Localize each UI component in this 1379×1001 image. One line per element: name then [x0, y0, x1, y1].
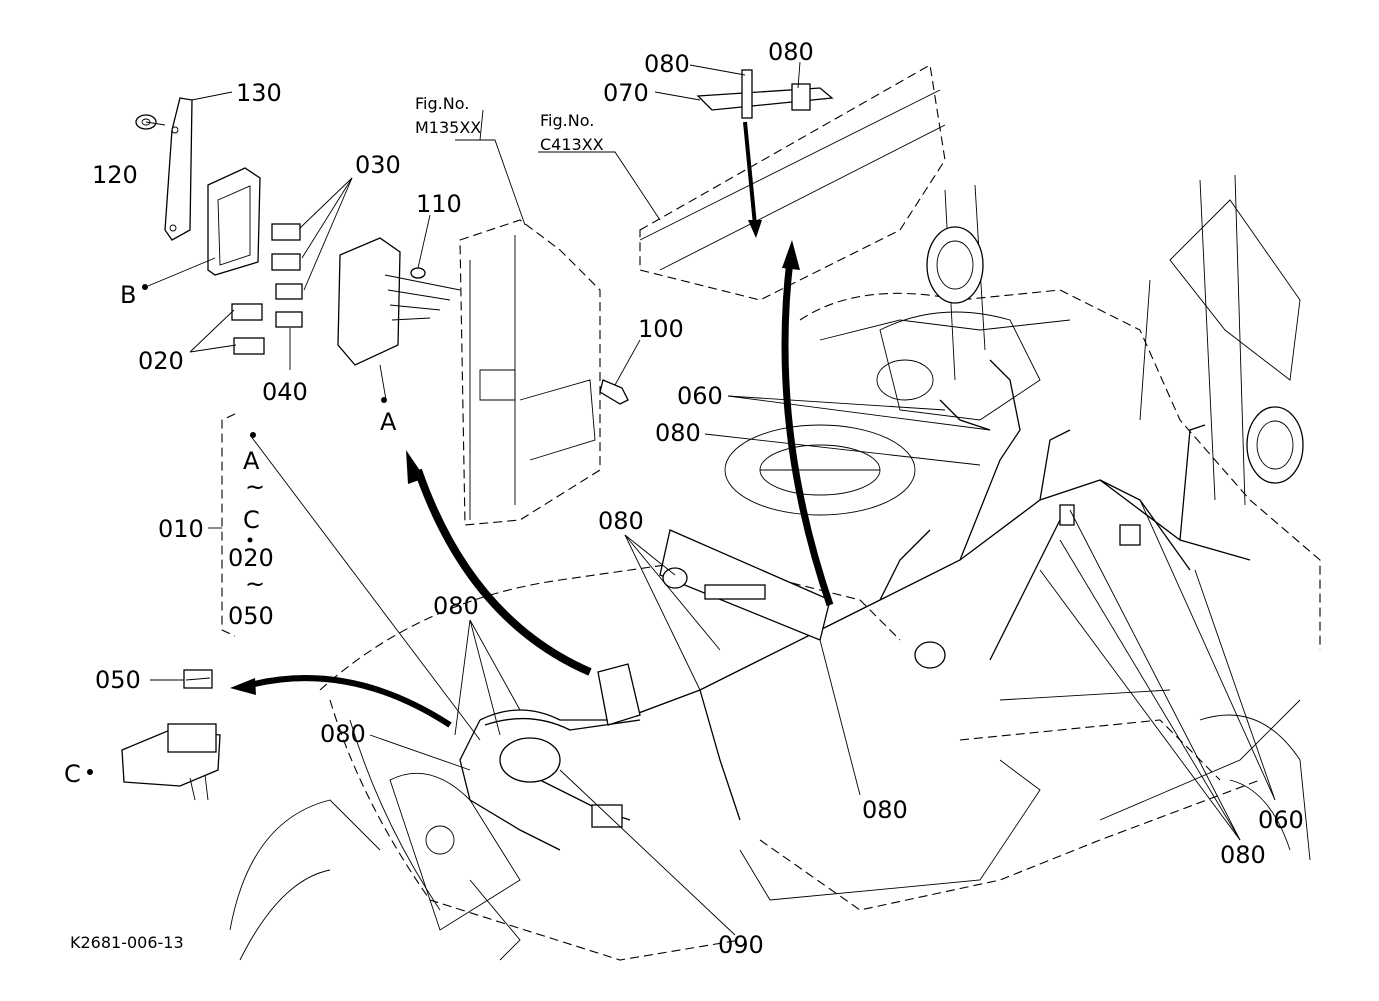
- fig-ref-m135-line1: Fig.No.: [415, 94, 469, 113]
- label-070: 070: [603, 79, 649, 107]
- label-080-mid: 080: [433, 592, 479, 620]
- assembly-note-line4: 020: [228, 544, 274, 572]
- lamps: [926, 226, 1304, 484]
- relocation-arrows: [230, 121, 834, 728]
- label-B: B: [120, 281, 136, 309]
- connector-block-dash: [597, 663, 641, 726]
- assembly-note-line2: ~: [245, 473, 265, 501]
- assembly-note-line5: ~: [245, 570, 265, 598]
- figure-references: Fig.No. M135XX Fig.No. C413XX: [415, 94, 604, 154]
- label-040: 040: [262, 378, 308, 406]
- clip-070: [696, 69, 834, 119]
- leader-lines: [145, 61, 1276, 936]
- label-080-lower-center: 080: [862, 796, 908, 824]
- fig-ref-c413-line2: C413XX: [540, 135, 604, 154]
- label-120: 120: [92, 161, 138, 189]
- tractor-body-outline: [229, 64, 1321, 961]
- nut-110: [410, 267, 426, 279]
- relays-030: [271, 223, 303, 328]
- fuel-sender: [914, 641, 946, 669]
- part-labels: 130 120 030 110 B 020 040 A 100 080 080 …: [64, 38, 1304, 959]
- label-A: A: [380, 408, 397, 436]
- fig-ref-c413-line1: Fig.No.: [540, 111, 594, 130]
- label-090: 090: [718, 931, 764, 959]
- assembly-note-line3: C: [243, 506, 260, 534]
- label-080-top-right: 080: [768, 38, 814, 66]
- assembly-bracket-010: [208, 413, 236, 637]
- label-C: C: [64, 760, 81, 788]
- label-080-left: 080: [320, 720, 366, 748]
- assembly-note: A ~ C 020 ~ 050: [228, 447, 274, 630]
- label-080-top-left: 080: [644, 50, 690, 78]
- label-030: 030: [355, 151, 401, 179]
- label-020: 020: [138, 347, 184, 375]
- label-060-upper: 060: [677, 382, 723, 410]
- label-050: 050: [95, 666, 141, 694]
- label-080-upper-mid: 080: [655, 419, 701, 447]
- assembly-note-line6: 050: [228, 602, 274, 630]
- starter-motor: [499, 737, 623, 828]
- label-080-dash: 080: [598, 507, 644, 535]
- bracket-130: [164, 97, 193, 241]
- drawing-code: K2681-006-13: [70, 933, 184, 952]
- label-010: 010: [158, 515, 204, 543]
- relays-020: [231, 303, 265, 355]
- fuse-holder-C: [121, 723, 221, 801]
- label-110: 110: [416, 190, 462, 218]
- switch-panel: [659, 529, 831, 641]
- fuse-box-B: [207, 167, 261, 276]
- label-080-lower-right: 080: [1220, 841, 1266, 869]
- controller-A: [337, 237, 461, 366]
- assembly-note-line1: A: [243, 447, 260, 475]
- reference-dots: [87, 284, 387, 775]
- label-060-lower: 060: [1258, 806, 1304, 834]
- label-100: 100: [638, 315, 684, 343]
- bolt-100: [599, 379, 629, 405]
- fig-ref-m135-line2: M135XX: [415, 118, 481, 137]
- label-130: 130: [236, 79, 282, 107]
